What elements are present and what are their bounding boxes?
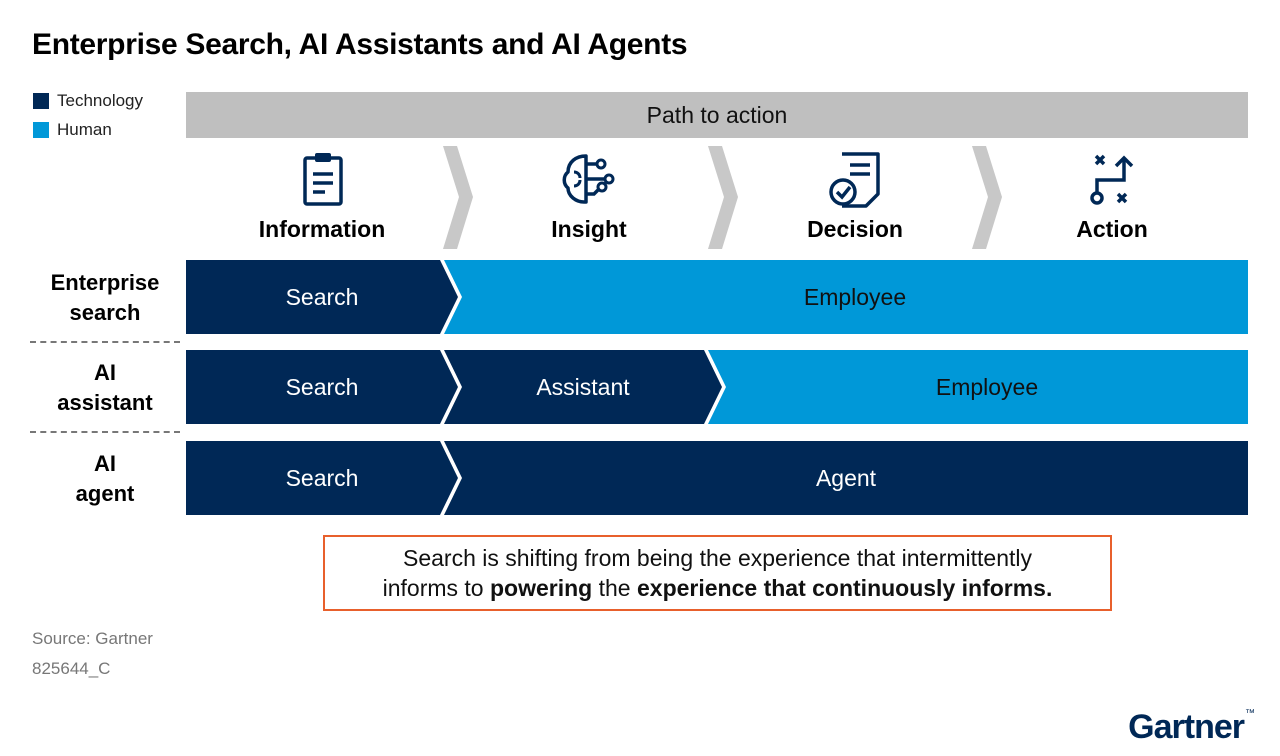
stage-chevron-2 xyxy=(708,146,738,249)
row-divider xyxy=(30,341,180,343)
callout-line-1: Search is shifting from being the experi… xyxy=(403,545,1032,571)
segment-shape-human xyxy=(444,260,1248,334)
legend-label-human: Human xyxy=(57,120,112,139)
stage-chevron-3 xyxy=(972,146,1002,249)
path-to-action-bar: Path to action xyxy=(186,92,1248,138)
segment-employee: Employee xyxy=(803,283,907,310)
legend-label-technology: Technology xyxy=(57,91,144,110)
row-label-enterprise-search: Enterprise search xyxy=(50,270,160,325)
row-enterprise-search-bar xyxy=(186,260,1248,334)
legend-item-human: Human xyxy=(33,120,112,140)
clipboard-icon xyxy=(303,153,343,206)
segment-shape-technology xyxy=(186,350,458,424)
segment-shape-technology xyxy=(444,441,1248,515)
stage-label-action: Action xyxy=(1076,216,1148,242)
stage-label-information: Information xyxy=(258,216,386,242)
legend-item-technology: Technology xyxy=(33,91,143,111)
segment-employee: Employee xyxy=(935,373,1039,400)
segment-search: Search xyxy=(285,464,359,491)
segment-search: Search xyxy=(285,283,359,310)
source-note: Source: Gartner xyxy=(32,629,153,648)
segment-assistant: Assistant xyxy=(536,373,630,400)
segment-shape-technology xyxy=(186,441,458,515)
stage-chevrons xyxy=(443,146,1002,249)
segment-shape-technology xyxy=(186,260,458,334)
row-label-ai-agent: AI agent xyxy=(75,451,135,506)
row-label-ai-assistant: AI assistant xyxy=(57,360,153,415)
brain-circuit-icon xyxy=(562,154,615,204)
stage-label-insight: Insight xyxy=(551,216,627,242)
gartner-logo: Gartner™ xyxy=(1128,708,1255,746)
legend-swatch-technology xyxy=(33,93,49,109)
strategy-path-icon xyxy=(1090,154,1134,205)
page-title: Enterprise Search, AI Assistants and AI … xyxy=(32,28,688,61)
segment-shape-technology xyxy=(444,350,722,424)
segment-shape-human xyxy=(708,350,1248,424)
row-divider xyxy=(30,431,180,433)
legend-swatch-human xyxy=(33,122,49,138)
stage-chevron-1 xyxy=(443,146,473,249)
segment-search: Search xyxy=(285,373,359,400)
callout-box: Search is shifting from being the experi… xyxy=(323,535,1112,611)
segment-agent: Agent xyxy=(815,464,877,491)
callout-line-2: informs to powering the experience that … xyxy=(382,575,1053,601)
stage-label-decision: Decision xyxy=(807,216,903,242)
document-check-icon xyxy=(829,152,880,208)
row-ai-assistant-bar xyxy=(186,350,1248,424)
row-ai-agent-bar xyxy=(186,441,1248,515)
figure-id: 825644_C xyxy=(32,659,111,678)
